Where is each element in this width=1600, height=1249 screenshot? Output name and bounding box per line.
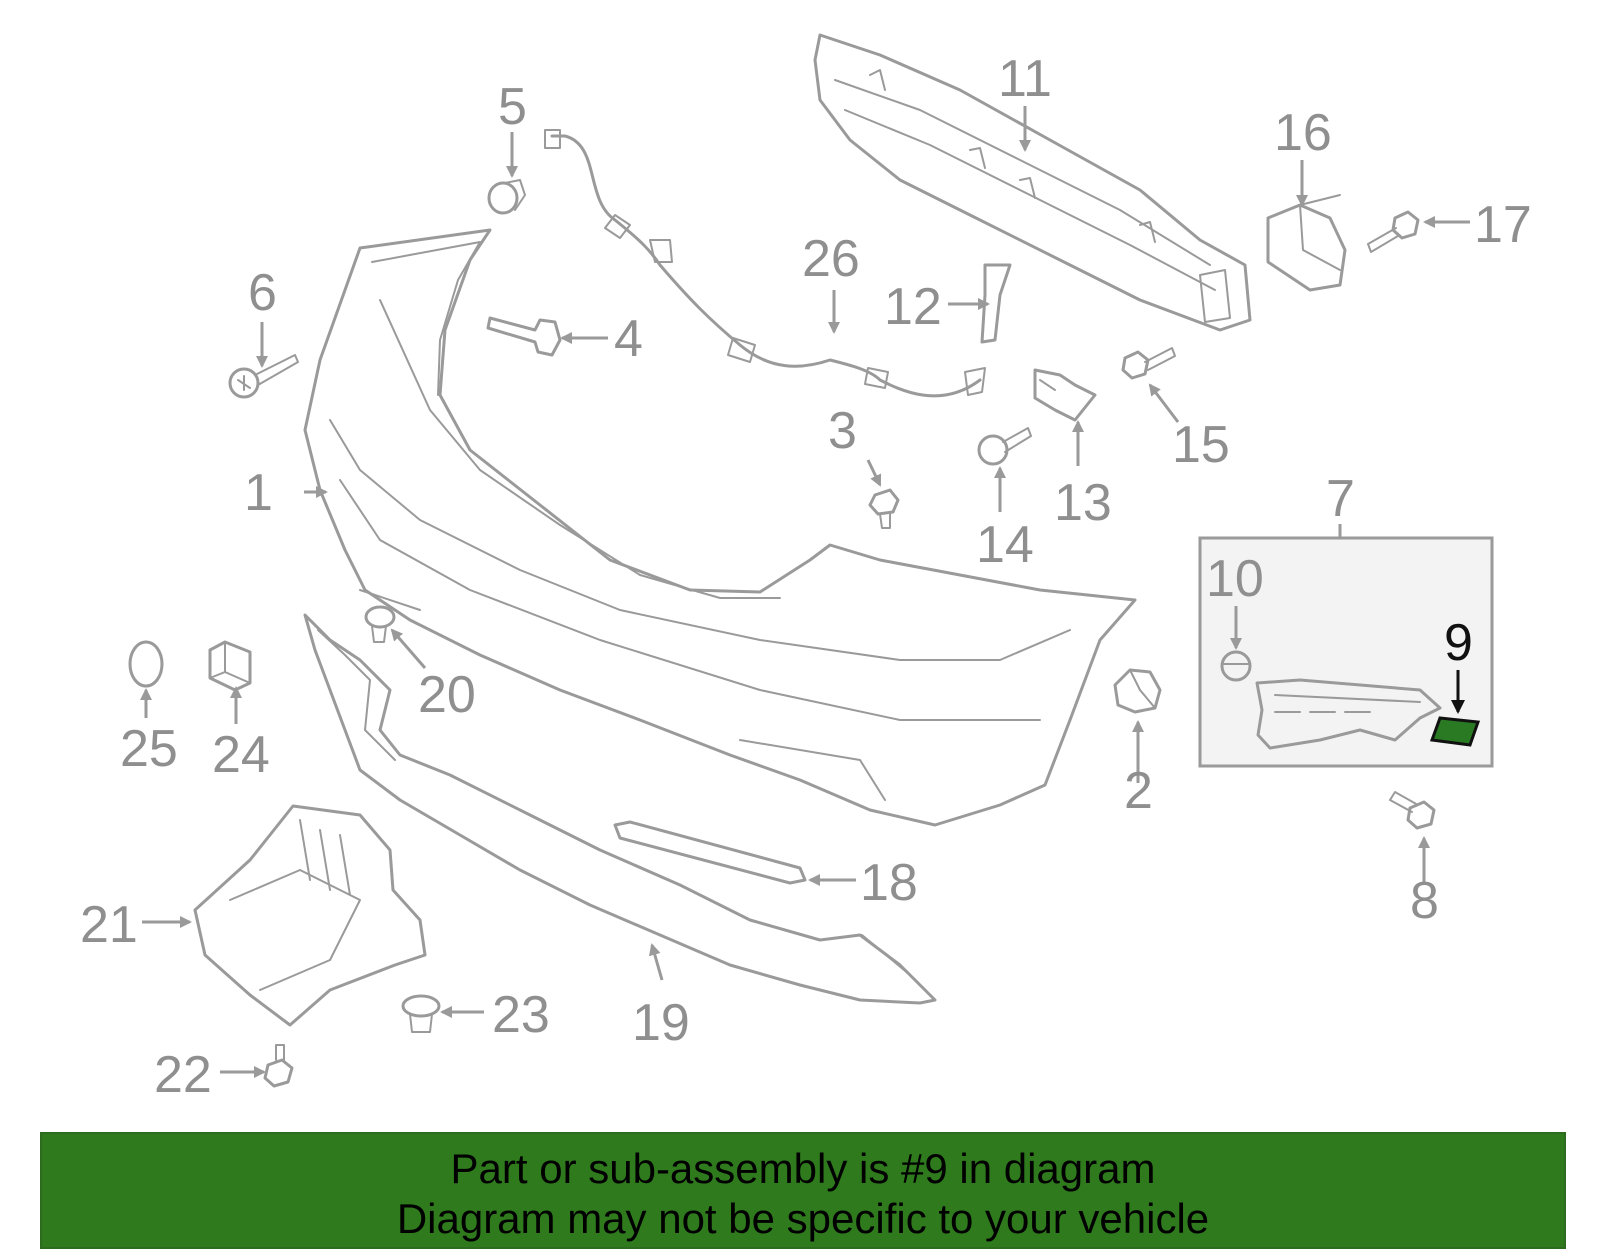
callout-24: 24 [212,726,270,784]
clip-part-23 [401,994,441,1033]
nut-part-10 [1220,650,1252,682]
undercover-part-21 [193,804,427,1027]
callout-7: 7 [1326,470,1355,528]
bracket-part-13 [1033,368,1097,422]
callout-18: 18 [860,854,918,912]
callout-6: 6 [248,264,277,322]
clip-part-20 [364,605,396,643]
callout-16: 16 [1274,104,1332,162]
callout-26: 26 [802,230,860,288]
callout-14: 14 [976,516,1034,574]
screw-part-4 [486,316,562,357]
bolt-part-17 [1367,210,1420,253]
callout-21: 21 [80,896,138,954]
callout-1: 1 [244,464,273,522]
lower-valance-part-19 [303,613,937,1005]
bolt-part-22 [263,1044,294,1088]
clip-part-2 [1113,668,1162,714]
leader-lines [140,106,1470,1078]
screw-part-6 [228,354,299,399]
callout-20: 20 [418,666,476,724]
callout-17: 17 [1474,196,1532,254]
callout-11: 11 [998,50,1052,108]
bracket-part-16 [1266,194,1347,292]
callout-13: 13 [1054,474,1112,532]
callout-25: 25 [120,720,178,778]
bolt-part-8 [1389,791,1436,830]
banner-disclaimer-text: Diagram may not be specific to your vehi… [396,1195,1210,1242]
banner-part-text: Part or sub-assembly is #9 in diagram [450,1145,1156,1192]
callout-8: 8 [1410,872,1439,930]
bracket-part-12 [980,263,1012,344]
callout-19: 19 [632,994,690,1052]
callout-2: 2 [1124,762,1153,820]
callout-15: 15 [1172,416,1230,474]
callout-10: 10 [1206,550,1264,608]
bolt-part-15 [1121,347,1176,380]
bumper-cover-part [303,228,1137,827]
pad-part-24 [208,640,252,692]
reinforcement-beam-part-11 [813,33,1252,332]
wiring-harness-part-26 [544,129,986,398]
nut-part-5 [487,179,526,215]
callout-labels: 1 2 3 4 5 6 7 8 9 10 11 12 13 14 15 16 1… [80,50,1532,1104]
callout-22: 22 [154,1046,212,1104]
callout-9-highlighted[interactable]: 9 [1444,614,1473,672]
callout-12: 12 [884,278,942,336]
reflector-strip-part-18 [613,820,807,885]
bolt-part-3 [868,488,900,529]
bracket-in-subassembly [1255,678,1442,750]
screw-part-14 [977,427,1032,466]
info-banner: Part or sub-assembly is #9 in diagram Di… [40,1132,1566,1249]
callout-3: 3 [828,402,857,460]
ring-part-25 [128,640,164,688]
subassembly-box-part-7 [1198,536,1494,768]
callout-5: 5 [498,78,527,136]
callout-23: 23 [492,986,550,1044]
highlighted-part-9[interactable] [1429,716,1481,747]
callout-4: 4 [614,310,643,368]
